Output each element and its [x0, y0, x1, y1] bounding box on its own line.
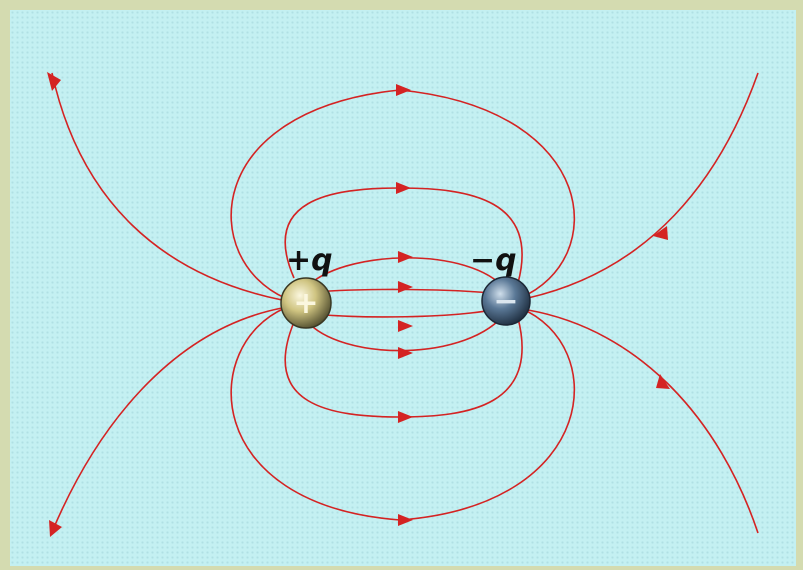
- field-line: [527, 309, 759, 534]
- negative-charge-label: −q: [470, 243, 517, 278]
- field-line: [51, 307, 283, 533]
- field-line: [305, 311, 507, 352]
- arrow-head: [653, 226, 668, 240]
- field-line: [305, 288, 507, 296]
- field-line: [527, 72, 759, 299]
- arrow-head: [396, 182, 411, 194]
- arrow-head: [398, 347, 413, 359]
- positive-charge: +: [280, 277, 332, 329]
- negative-charge: −: [481, 276, 531, 326]
- field-line: [230, 89, 575, 299]
- arrow-head: [398, 251, 413, 263]
- arrow-head: [49, 520, 62, 537]
- arrow-head: [656, 374, 670, 389]
- positive-charge-symbol: +: [293, 286, 318, 321]
- arrow-head: [398, 320, 413, 332]
- negative-charge-symbol: −: [493, 284, 518, 319]
- arrow-head: [47, 72, 61, 91]
- field-line: [305, 306, 507, 318]
- positive-charge-label: +q: [286, 243, 333, 278]
- arrow-head: [396, 84, 411, 96]
- arrow-head: [398, 281, 413, 293]
- field-line: [51, 72, 283, 301]
- arrow-head: [398, 411, 413, 423]
- arrow-head: [398, 514, 413, 526]
